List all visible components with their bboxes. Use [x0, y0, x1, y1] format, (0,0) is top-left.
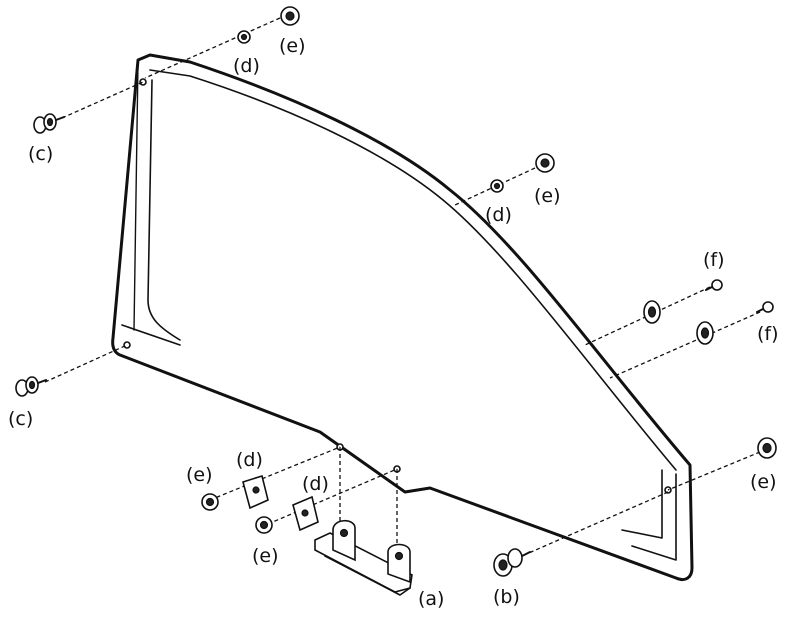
label-f-upper: (f) [703, 249, 725, 271]
pad-d-left [242, 474, 269, 510]
door-glass-panel [111, 53, 694, 582]
label-d-mid: (d) [485, 204, 512, 226]
label-d-top: (d) [233, 55, 260, 77]
nut-e-mid [535, 153, 555, 173]
label-d-right: (d) [302, 473, 329, 495]
label-c-lower: (c) [8, 408, 33, 430]
label-e-lower-left: (e) [186, 464, 213, 486]
label-f-lower: (f) [757, 323, 779, 345]
grommet-upper [643, 300, 661, 324]
nut-e-top [280, 6, 300, 26]
screw-f-upper [705, 279, 723, 291]
label-e-mid: (e) [534, 185, 561, 207]
label-e-top: (e) [279, 35, 306, 57]
label-b: (b) [493, 586, 520, 608]
nut-e-lower-left [201, 493, 219, 511]
bolt-b [493, 548, 531, 577]
washer-d-mid [490, 179, 504, 193]
pad-d-right [292, 495, 319, 532]
label-c-upper: (c) [28, 143, 53, 165]
label-e-lower-mid: (e) [252, 545, 279, 567]
label-e-right: (e) [750, 471, 777, 493]
nut-e-right [757, 437, 777, 459]
bolt-c-upper [33, 113, 65, 134]
grommet-lower [696, 321, 714, 345]
regulator-bracket-a [314, 519, 413, 596]
assembly-leader-lines [44, 17, 761, 557]
nut-e-lower-mid [255, 516, 273, 534]
washer-d-top [237, 30, 251, 44]
label-d-left: (d) [236, 449, 263, 471]
label-a: (a) [418, 588, 444, 610]
screw-f-lower [756, 301, 774, 313]
bolt-c-lower [15, 376, 47, 397]
